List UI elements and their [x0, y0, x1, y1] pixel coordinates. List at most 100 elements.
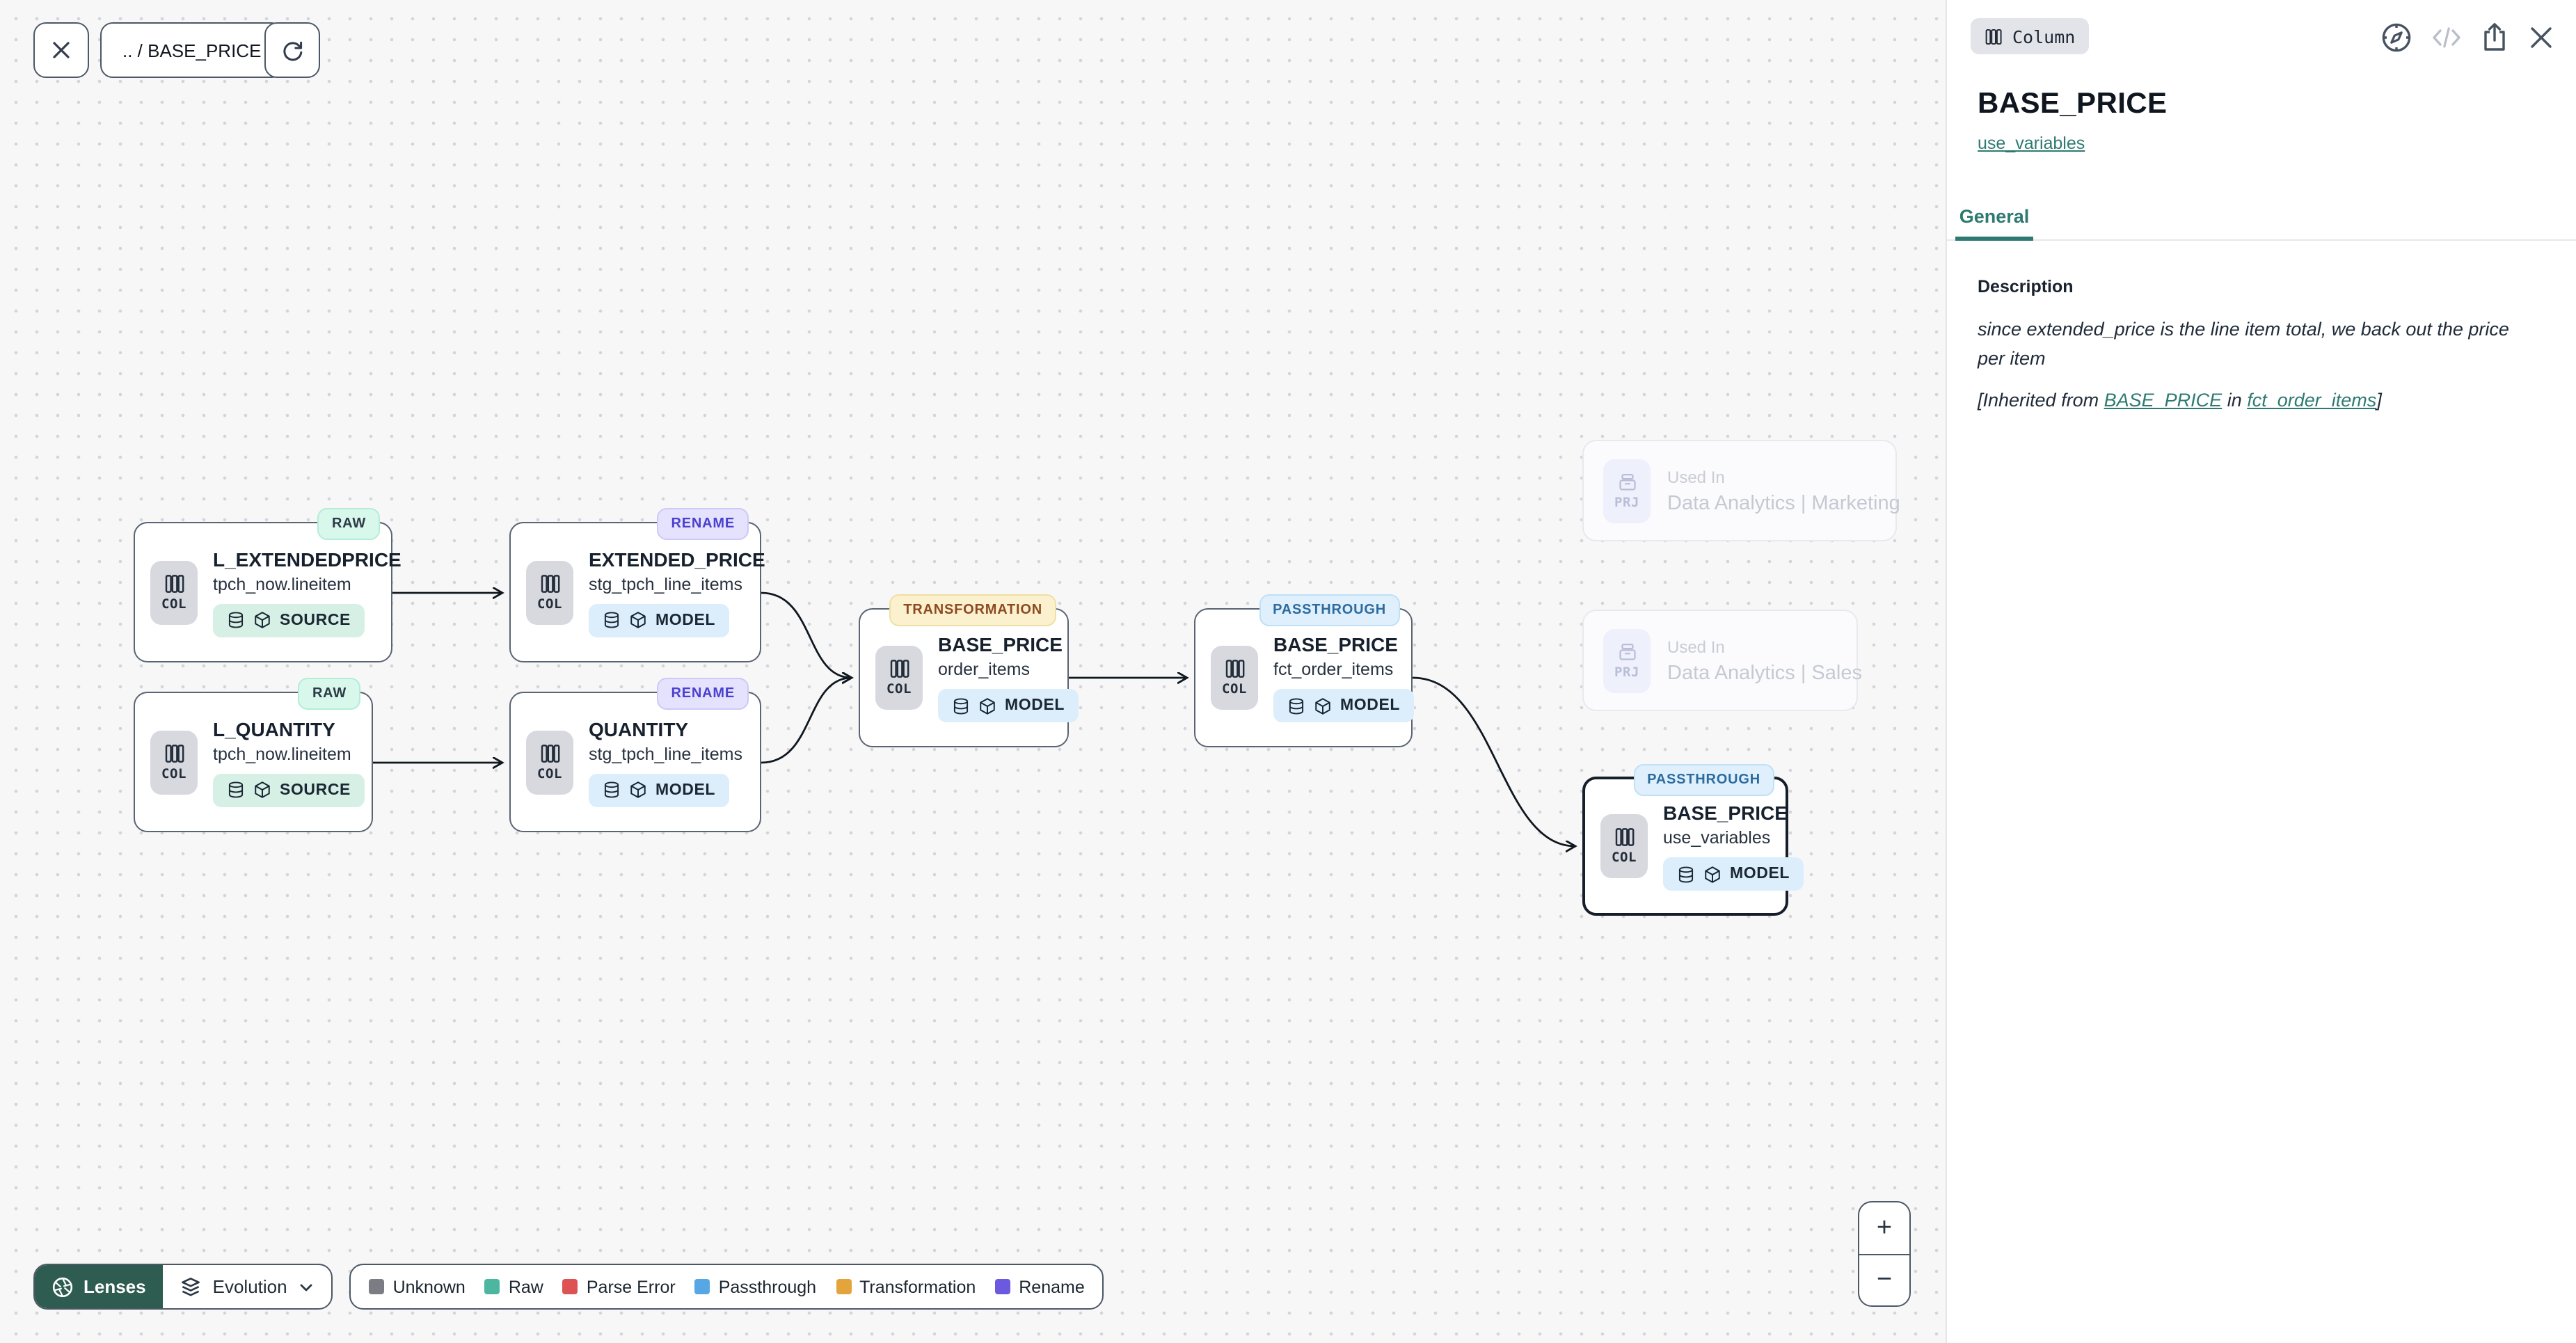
node-kind-label: MODEL	[655, 612, 716, 628]
minus-icon: −	[1876, 1265, 1893, 1295]
database-icon	[604, 781, 619, 798]
description-text: since extended_price is the line item to…	[1978, 319, 2509, 369]
node-base_price_order_items[interactable]: TRANSFORMATION COL BASE_PRICE order_item…	[859, 594, 1079, 747]
legend-swatch	[484, 1279, 500, 1294]
zoom-control: + −	[1858, 1201, 1911, 1307]
legend-item: Transformation	[836, 1277, 976, 1296]
column-chip: COL	[150, 730, 198, 794]
breadcrumb[interactable]: .. / BASE_PRICE	[100, 22, 284, 78]
lineage-legend: Unknown Raw Parse Error Passthrough Tran…	[349, 1264, 1104, 1310]
entity-type-badge: Column	[1971, 18, 2090, 54]
inherited-column-link[interactable]: BASE_PRICE	[2104, 390, 2223, 411]
node-kind-label: SOURCE	[280, 781, 351, 798]
chevron-down-icon	[301, 1283, 312, 1291]
lineage-edge	[761, 678, 852, 764]
model-link[interactable]: use_variables	[1978, 134, 2085, 153]
inherited-model-link[interactable]: fct_order_items	[2247, 390, 2377, 411]
node-title: EXTENDED_PRICE	[589, 548, 765, 570]
project-name: Data Analytics | Sales	[1667, 662, 1862, 684]
code-icon	[2433, 27, 2460, 48]
node-subtitle: use_variables	[1663, 828, 1771, 848]
share-icon	[2484, 23, 2505, 51]
lens-dropdown-label: Evolution	[212, 1276, 287, 1297]
close-lineage-button[interactable]	[33, 22, 89, 78]
legend-swatch	[369, 1279, 385, 1294]
node-subtitle: order_items	[938, 660, 1030, 679]
project-name: Data Analytics | Marketing	[1667, 492, 1900, 514]
column-chip: COL	[875, 646, 923, 710]
legend-item: Parse Error	[562, 1277, 676, 1296]
code-button[interactable]	[2431, 25, 2462, 50]
panel-actions	[2380, 21, 2555, 54]
node-quantity[interactable]: RENAME COL QUANTITY stg_tpch_line_items	[509, 678, 761, 832]
node-kind-label: MODEL	[1730, 866, 1790, 882]
node-kind-badge: MODEL	[589, 773, 730, 806]
page-title: BASE_PRICE	[1978, 88, 2168, 120]
project-chip: PRJ	[1603, 628, 1651, 692]
cube-icon	[1315, 697, 1330, 714]
legend-label: Rename	[1019, 1277, 1085, 1296]
project-icon	[1619, 473, 1635, 490]
node-kind-badge: SOURCE	[213, 603, 365, 637]
cube-icon	[630, 781, 646, 798]
compass-icon	[2382, 23, 2411, 52]
node-category-tag: RENAME	[657, 678, 749, 710]
node-title: L_EXTENDEDPRICE	[213, 548, 401, 570]
used-in-label: Used In	[1667, 637, 1725, 656]
zoom-out-button[interactable]: −	[1859, 1255, 1909, 1305]
database-icon	[228, 612, 244, 628]
node-kind-label: MODEL	[1340, 697, 1401, 714]
tab-general[interactable]: General	[1955, 193, 2033, 241]
node-body: L_QUANTITY tpch_now.lineitem SOURCE	[213, 717, 365, 806]
close-icon	[53, 42, 70, 58]
node-body: L_EXTENDEDPRICE tpch_now.lineitem SOURCE	[213, 548, 401, 637]
columns-icon	[164, 574, 184, 592]
database-icon	[228, 781, 244, 798]
inherited-prefix: [Inherited from	[1978, 390, 2104, 411]
node-kind-badge: MODEL	[589, 603, 730, 637]
node-body: EXTENDED_PRICE stg_tpch_line_items MODEL	[589, 548, 765, 637]
legend-swatch	[836, 1279, 852, 1294]
columns-icon	[540, 574, 559, 592]
ghost-body: Used In Data Analytics | Marketing	[1667, 467, 1900, 514]
legend-label: Passthrough	[718, 1277, 817, 1296]
inherited-middle: in	[2222, 390, 2248, 411]
lens-dropdown[interactable]: Evolution	[163, 1265, 332, 1308]
inherited-note: [Inherited from BASE_PRICE in fct_order_…	[1978, 390, 2545, 411]
plus-icon: +	[1876, 1213, 1893, 1243]
node-title: L_QUANTITY	[213, 717, 335, 740]
node-kind-badge: SOURCE	[213, 773, 365, 806]
aperture-icon	[52, 1276, 73, 1297]
node-body: QUANTITY stg_tpch_line_items MODEL	[589, 717, 742, 806]
close-panel-button[interactable]	[2527, 24, 2555, 51]
lenses-button[interactable]: Lenses	[35, 1265, 163, 1308]
ghost-node-used_in_sales[interactable]: PRJ Used In Data Analytics | Sales	[1582, 610, 1862, 711]
node-category-tag: PASSTHROUGH	[1633, 764, 1774, 796]
node-base_price_fct_order_items[interactable]: PASSTHROUGH COL BASE_PRICE fct_order_ite…	[1194, 594, 1415, 747]
columns-icon	[1985, 28, 2002, 45]
refresh-icon	[283, 40, 302, 61]
inherited-suffix: ]	[2376, 390, 2382, 411]
lineage-edge	[1412, 676, 1575, 846]
node-subtitle: fct_order_items	[1273, 660, 1394, 679]
explore-button[interactable]	[2380, 21, 2413, 54]
node-category-tag: RAW	[298, 678, 360, 710]
node-base_price_use_variables[interactable]: PASSTHROUGH COL BASE_PRICE use_variables	[1582, 764, 1804, 916]
node-extended_price[interactable]: RENAME COL EXTENDED_PRICE stg_tpch_line_…	[509, 508, 765, 662]
node-kind-label: SOURCE	[280, 612, 351, 628]
ghost-node-used_in_marketing[interactable]: PRJ Used In Data Analytics | Marketing	[1582, 440, 1900, 541]
refresh-button[interactable]	[264, 22, 320, 78]
database-icon	[953, 697, 969, 714]
share-button[interactable]	[2480, 22, 2509, 53]
breadcrumb-label: .. / BASE_PRICE	[122, 40, 262, 61]
zoom-in-button[interactable]: +	[1859, 1202, 1909, 1255]
columns-icon	[889, 660, 909, 678]
database-icon	[1678, 866, 1694, 882]
database-icon	[604, 612, 619, 628]
cube-icon	[980, 697, 995, 714]
lens-control: Lenses Evolution	[33, 1264, 333, 1310]
node-l_extendedprice[interactable]: RAW COL L_EXTENDEDPRICE tpch_now.lineite…	[134, 508, 401, 662]
column-chip: COL	[1211, 646, 1258, 710]
node-l_quantity[interactable]: RAW COL L_QUANTITY tpch_now.lineitem	[134, 678, 373, 832]
